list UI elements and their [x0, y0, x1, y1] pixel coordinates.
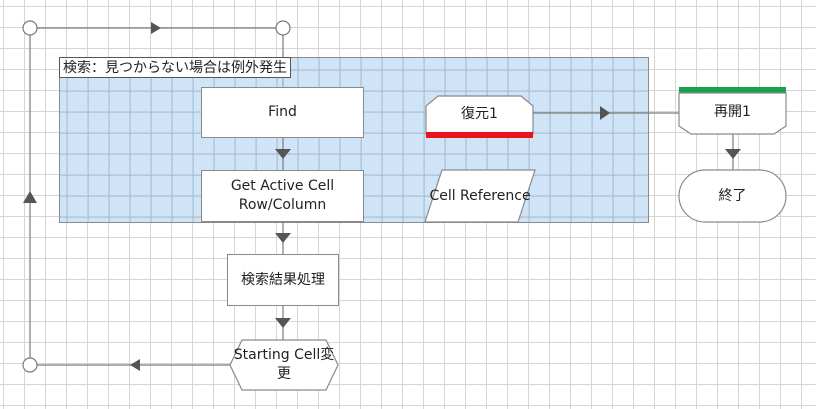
- search-result-node[interactable]: 検索結果処理: [227, 254, 339, 306]
- group-title[interactable]: 検索：見つからない場合は例外発生: [59, 57, 291, 78]
- restore-node-label: 復元1: [461, 105, 498, 122]
- cell-reference-shape[interactable]: [424, 169, 536, 223]
- getcell-to-result-arrowhead: [275, 233, 291, 243]
- top-left-junction[interactable]: [22, 20, 38, 36]
- resume-marker-bar: [679, 87, 786, 93]
- find-node[interactable]: Find: [201, 87, 364, 138]
- bottom-left-junction[interactable]: [22, 357, 38, 373]
- left-loop-arrowhead: [23, 191, 37, 203]
- resume-to-end-arrowhead: [725, 149, 741, 159]
- find-to-getcell-arrowhead: [275, 149, 291, 159]
- resume-node-shape[interactable]: [678, 92, 787, 135]
- cell-reference-label: Cell Reference: [429, 187, 531, 204]
- bottom-loop-arrowhead: [130, 359, 140, 371]
- restore-marker-bar: [426, 132, 533, 138]
- result-to-startcell-arrowhead: [275, 318, 291, 328]
- resume-node-label: 再開1: [714, 103, 751, 120]
- starting-cell-shape[interactable]: [229, 339, 339, 391]
- try-catch-group-region[interactable]: [59, 57, 649, 223]
- starting-cell-label: Starting Cell変更: [233, 347, 335, 382]
- top-loop-arrowhead: [151, 22, 161, 34]
- end-node-shape[interactable]: [678, 169, 787, 223]
- end-node-label: 終了: [718, 187, 747, 204]
- restore-to-resume-arrowhead: [600, 106, 610, 120]
- get-active-cell-node[interactable]: Get Active Cell Row/Column: [201, 170, 364, 222]
